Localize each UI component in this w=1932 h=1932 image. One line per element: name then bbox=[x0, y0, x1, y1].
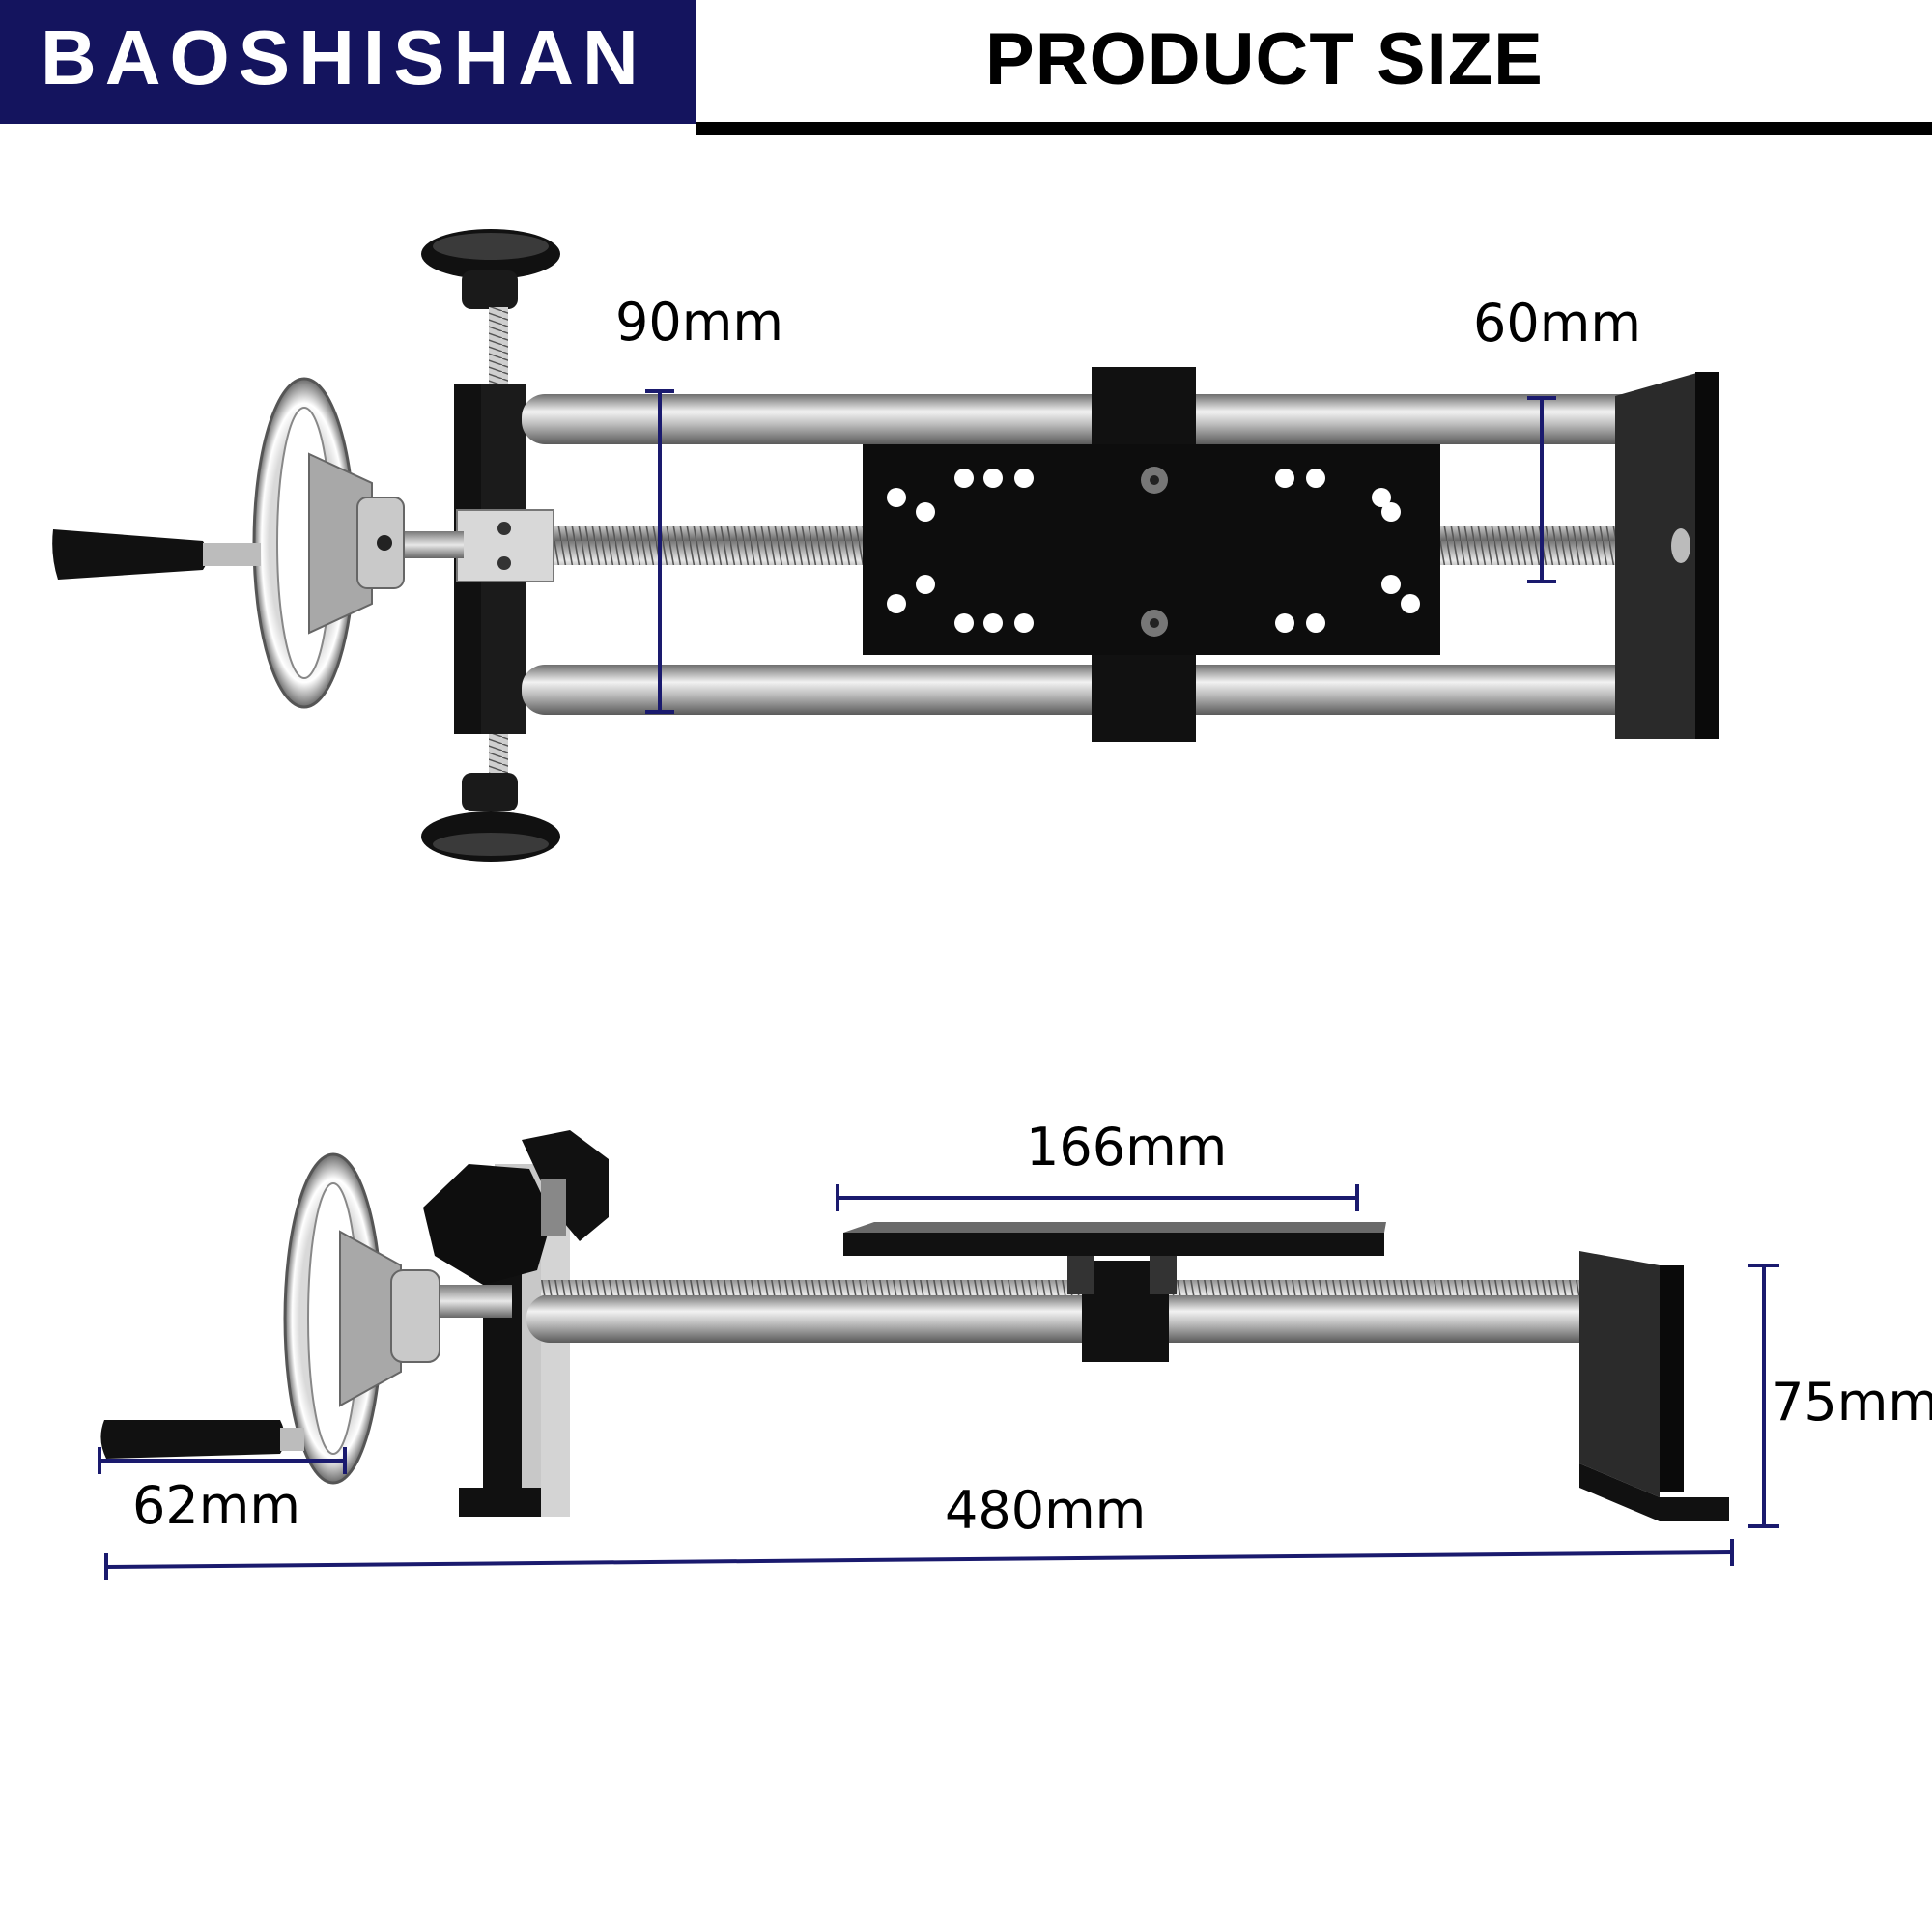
mounting-plate bbox=[863, 444, 1440, 655]
side-view: 166mm 75mm 62mm 480mm bbox=[98, 1117, 1932, 1580]
brand-banner: BAOSHISHAN bbox=[0, 0, 696, 124]
right-end-plate bbox=[1615, 372, 1719, 739]
label-62mm: 62mm bbox=[132, 1475, 300, 1536]
crank-handle bbox=[52, 529, 261, 580]
clamp-knob-side bbox=[423, 1130, 609, 1285]
hand-wheel bbox=[252, 377, 405, 709]
brand-logo: BAOSHISHAN bbox=[41, 14, 647, 100]
dimension-handle-length: 62mm bbox=[98, 1447, 347, 1536]
dimension-rail-spacing-inner: 60mm bbox=[1473, 293, 1641, 583]
label-166mm: 166mm bbox=[1026, 1117, 1227, 1178]
crank-handle-side bbox=[100, 1420, 304, 1459]
label-480mm: 480mm bbox=[945, 1480, 1146, 1541]
header: BAOSHISHAN PRODUCT SIZE bbox=[0, 0, 1932, 140]
header-divider bbox=[696, 122, 1932, 135]
label-75mm: 75mm bbox=[1771, 1372, 1932, 1433]
clamp-knob-top bbox=[421, 229, 560, 394]
label-90mm: 90mm bbox=[615, 292, 783, 353]
carriage-block-bottom bbox=[1092, 649, 1196, 742]
right-upright bbox=[1579, 1251, 1729, 1521]
page-title: PRODUCT SIZE bbox=[985, 18, 1544, 100]
top-view: 90mm 60mm bbox=[52, 229, 1719, 862]
dimension-plate-length: 166mm bbox=[836, 1117, 1359, 1211]
hand-wheel-side bbox=[283, 1152, 440, 1485]
label-60mm: 60mm bbox=[1473, 293, 1641, 354]
dimension-rail-spacing-outer: 90mm bbox=[615, 292, 783, 714]
dimension-total-length: 480mm bbox=[104, 1480, 1734, 1580]
dimension-height: 75mm bbox=[1748, 1264, 1932, 1528]
side-mounting-plate bbox=[843, 1222, 1386, 1256]
